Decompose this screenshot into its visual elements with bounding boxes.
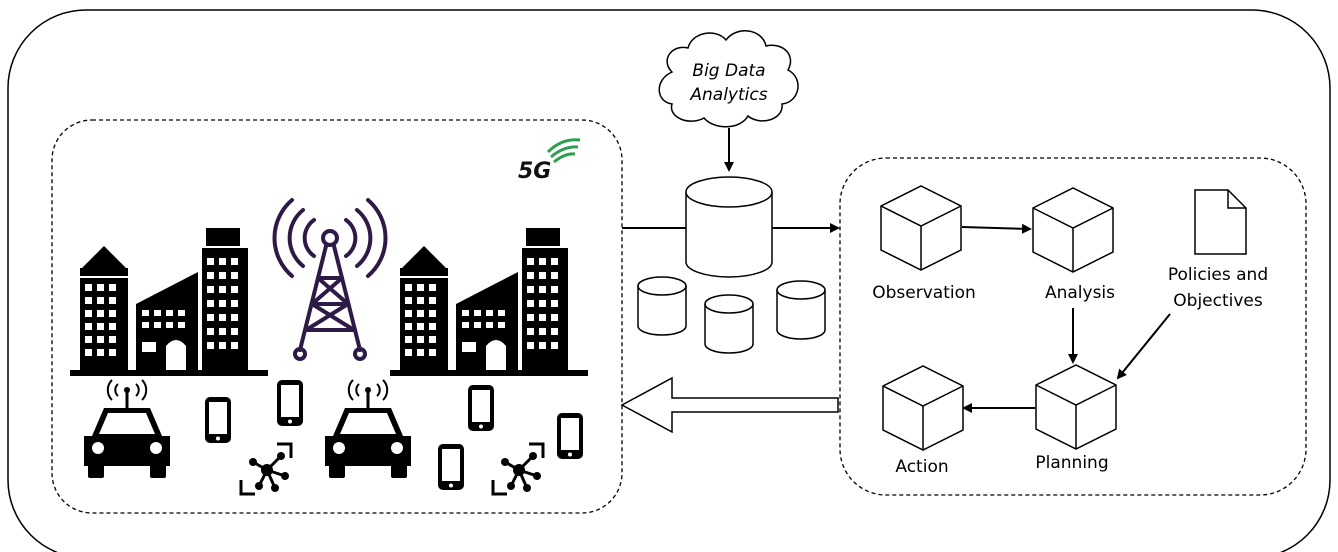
5g-logo: 5G [518,138,581,184]
5g-wave-3 [553,152,576,164]
big-data-cloud: Big Data Analytics [658,30,799,128]
smartphone-icon [557,413,583,459]
iot-hub-icon [491,442,545,496]
action-cube-icon [882,365,964,451]
city-buildings-left-icon [70,228,268,376]
database-icon [685,176,773,278]
cell-tower-icon [272,198,388,361]
policies-document-icon [1194,189,1247,255]
control-loop-region [839,157,1307,496]
database-small-icon [776,280,826,340]
network-region [51,119,623,514]
cloud-label-line1: Big Data [692,61,765,81]
outer-frame [7,9,1331,552]
observation-cube-icon [880,185,962,271]
planning-label: Planning [1035,453,1108,473]
observation-to-analysis-arrow [961,223,1032,234]
smartphone-icon [205,397,231,443]
analysis-cube-icon [1032,187,1114,273]
analysis-label: Analysis [1045,283,1115,303]
5g-wave-1 [546,138,581,154]
database-small-icon [704,294,754,354]
feedback-arrow [620,376,839,434]
smartphone-icon [277,380,303,426]
iot-hub-icon [239,442,293,496]
smartphone-icon [438,444,464,490]
action-label: Action [895,457,948,477]
5g-logo-text: 5G [518,159,551,184]
city-buildings-right-icon [390,228,588,376]
policies-label-line1: Policies and [1168,265,1268,285]
policies-to-planning-arrow [1116,313,1171,380]
database-small-icon [637,276,687,336]
5g-wave-2 [550,145,579,159]
policies-label-line2: Objectives [1173,291,1263,311]
observation-label: Observation [872,283,976,303]
cloud-label-line2: Analytics [689,85,767,105]
connected-car-right-icon [324,379,412,479]
planning-cube-icon [1035,364,1117,450]
connected-car-left-icon [83,379,171,479]
smartphone-icon [468,385,494,431]
